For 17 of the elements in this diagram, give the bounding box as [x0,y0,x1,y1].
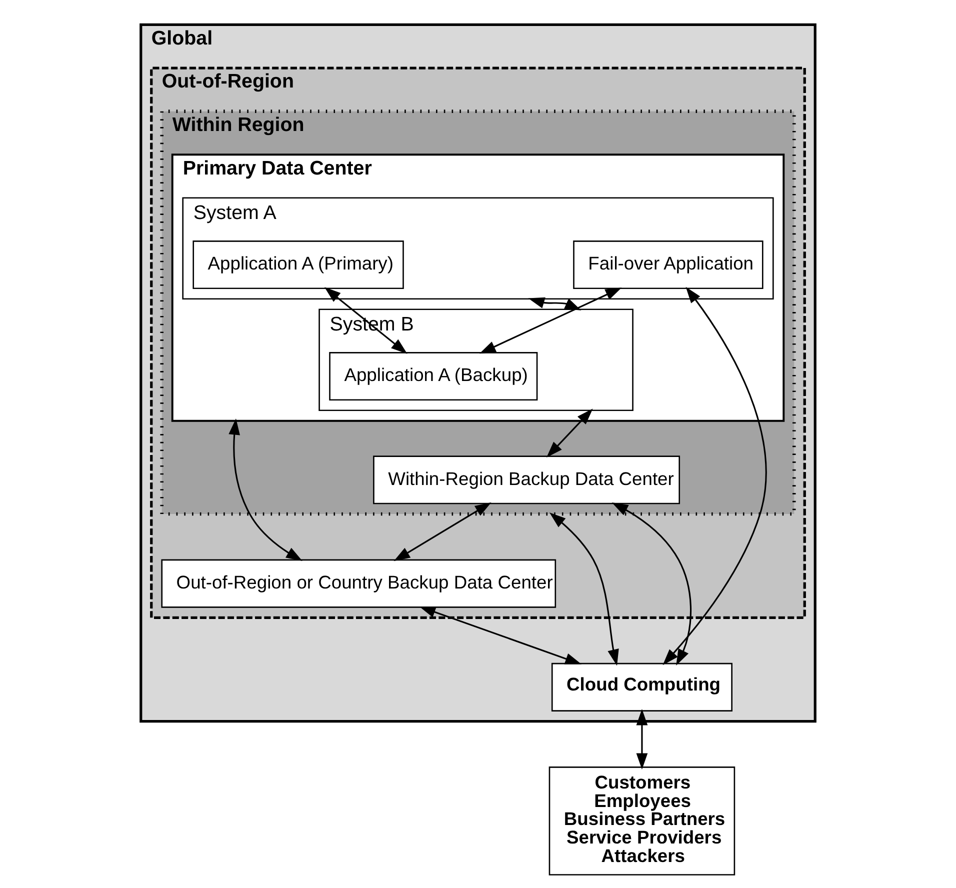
node-box: Out-of-Region or Country Backup Data Center [161,558,556,608]
arrow [419,606,582,664]
node-box: Within-Region Backup Data Center [373,455,680,504]
arrow [612,502,692,665]
arrow [394,502,492,561]
arrow [549,512,619,666]
arrow [546,408,593,458]
node-box: Application A (Primary) [192,240,404,289]
node-box: Fail-over Application [573,240,764,289]
arrow [662,286,767,665]
node-box: Application A (Backup) [329,352,538,400]
arrow [636,708,648,770]
arrow [479,287,622,354]
arrow [528,296,582,310]
arrow [228,418,302,561]
node-box: Cloud Computing [551,662,732,711]
node-box: Customers Employees Business Partners Service Providers Attackers [548,766,736,875]
